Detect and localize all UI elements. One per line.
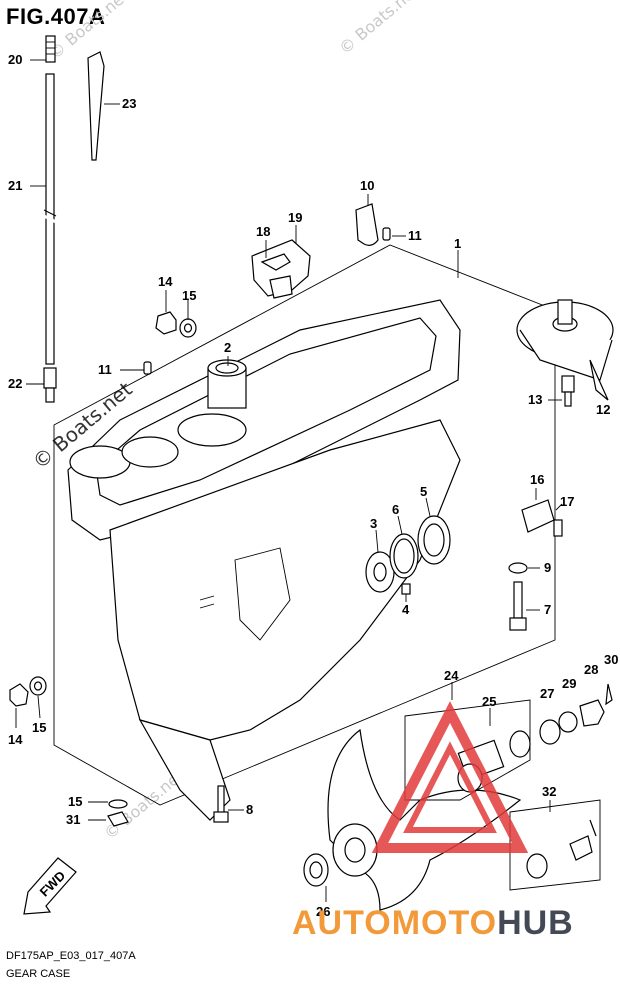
brand-part-2: HUB bbox=[497, 904, 574, 942]
brand-part-1: AUTOMOTO bbox=[292, 904, 498, 942]
cable-tie bbox=[87, 51, 105, 161]
callout-number: 15 bbox=[32, 720, 46, 735]
brand-logo bbox=[371, 701, 529, 853]
callout-number: 31 bbox=[66, 812, 80, 827]
callout-number: 24 bbox=[444, 668, 459, 683]
callout-number: 1 bbox=[454, 236, 461, 251]
callout-number: 5 bbox=[420, 484, 427, 499]
callout-number: 28 bbox=[584, 662, 598, 677]
callout-number: 26 bbox=[316, 904, 330, 919]
brand-wordmark: AUTOMOTOHUB bbox=[292, 904, 574, 943]
callout-number: 9 bbox=[544, 560, 551, 575]
callout-number: 8 bbox=[246, 802, 253, 817]
watermark: © Boats.net bbox=[45, 0, 132, 63]
bolt bbox=[513, 581, 523, 619]
cover-plate bbox=[521, 499, 555, 533]
callout-number: 20 bbox=[8, 52, 22, 67]
gear-case-body bbox=[53, 244, 556, 821]
cap bbox=[355, 203, 379, 246]
callout-number: 13 bbox=[528, 392, 542, 407]
callout-number: 32 bbox=[542, 784, 556, 799]
callout-number: 21 bbox=[8, 178, 22, 193]
propeller bbox=[303, 683, 613, 911]
callout-number: 11 bbox=[98, 362, 112, 377]
washer bbox=[108, 799, 128, 809]
callout-number: 6 bbox=[392, 502, 399, 517]
callout-number: 16 bbox=[530, 472, 544, 487]
figure-code: DF175AP_E03_017_407A bbox=[6, 950, 136, 962]
callout-number: 14 bbox=[158, 274, 173, 289]
bolt bbox=[217, 785, 225, 815]
callout-number: 15 bbox=[68, 794, 82, 809]
washer bbox=[508, 562, 528, 574]
screw bbox=[553, 519, 563, 537]
forward-arrow: FWD bbox=[23, 857, 77, 915]
callout-number: 22 bbox=[8, 376, 22, 391]
callout-number: 15 bbox=[182, 288, 196, 303]
pin bbox=[143, 361, 152, 375]
callout-number: 17 bbox=[560, 494, 574, 509]
drain-plug bbox=[107, 811, 129, 827]
callout-number: 18 bbox=[256, 224, 270, 239]
shaft-assembly bbox=[43, 35, 57, 403]
callout-number: 14 bbox=[8, 732, 23, 747]
bearing-assembly bbox=[365, 515, 451, 595]
leader-lines bbox=[15, 59, 563, 902]
callout-number: 23 bbox=[122, 96, 136, 111]
watermark: © Boats.net bbox=[335, 0, 422, 58]
callout-number: 3 bbox=[370, 516, 377, 531]
callout-number: 11 bbox=[408, 228, 422, 243]
callout-number: 4 bbox=[402, 602, 410, 617]
callout-number: 30 bbox=[604, 652, 618, 667]
callout-number: 19 bbox=[288, 210, 302, 225]
trim-tab-anode bbox=[516, 299, 614, 407]
callout-number: 12 bbox=[596, 402, 610, 417]
drain-plug bbox=[9, 683, 29, 707]
figure-title: FIG.407A bbox=[6, 4, 106, 29]
callout-number: 10 bbox=[360, 178, 374, 193]
callout-number: 27 bbox=[540, 686, 554, 701]
callout-number: 29 bbox=[562, 676, 576, 691]
callout-number: 2 bbox=[224, 340, 231, 355]
figure-name: GEAR CASE bbox=[6, 968, 71, 980]
bracket bbox=[251, 239, 311, 299]
drain-plug bbox=[155, 311, 177, 335]
callout-number: 25 bbox=[482, 694, 496, 709]
callout-number: 7 bbox=[544, 602, 551, 617]
pin bbox=[382, 227, 391, 241]
